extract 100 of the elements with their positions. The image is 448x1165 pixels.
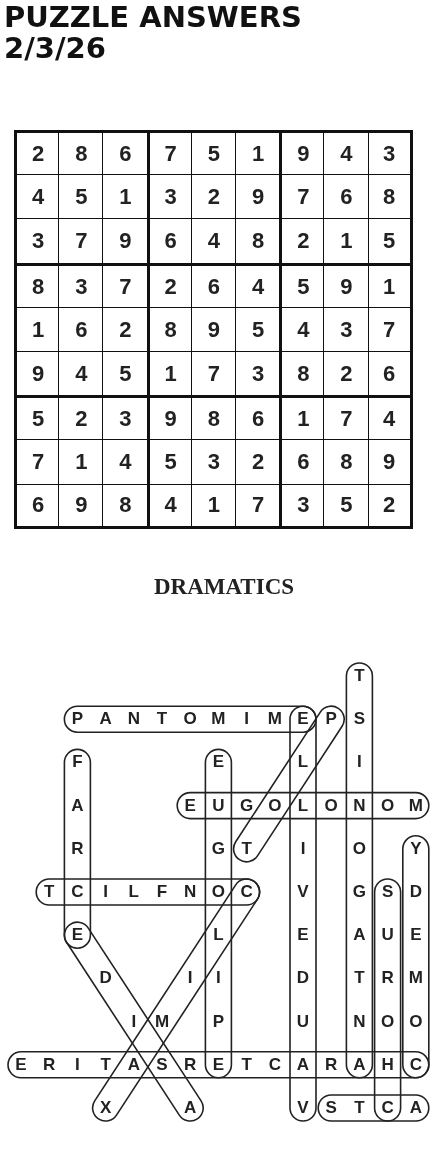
- puzzle-letter: D: [408, 882, 423, 902]
- sudoku-cell: 9: [235, 174, 281, 220]
- sudoku-cell: 8: [146, 306, 192, 352]
- sudoku-cell: 7: [102, 262, 148, 308]
- sudoku-cell: 2: [58, 395, 104, 441]
- puzzle-letter: C: [408, 1054, 423, 1075]
- sudoku-cell: 6: [367, 351, 413, 397]
- sudoku-cell: 8: [14, 262, 60, 308]
- puzzle-letter: E: [70, 925, 85, 946]
- sudoku-cell: 3: [367, 130, 413, 176]
- puzzle-letter: T: [353, 968, 366, 989]
- puzzle-letter: O: [182, 709, 198, 730]
- puzzle-letter: R: [380, 968, 395, 989]
- sudoku-cell: 9: [14, 351, 60, 397]
- sudoku-cell: 1: [190, 483, 236, 529]
- puzzle-letter: L: [212, 925, 225, 946]
- sudoku-cell: 6: [146, 218, 192, 264]
- sudoku-cell: 4: [146, 483, 192, 529]
- puzzle-letter: S: [155, 1054, 169, 1075]
- sudoku-cell: 7: [58, 218, 104, 264]
- sudoku-cell: 2: [323, 351, 369, 397]
- puzzle-letter: L: [296, 795, 310, 816]
- puzzle-letter: S: [380, 882, 395, 902]
- sudoku-cell: 1: [146, 351, 192, 397]
- sudoku-cell: 1: [279, 395, 325, 441]
- sudoku-cell: 4: [14, 174, 60, 220]
- puzzle-letter: T: [353, 1098, 366, 1118]
- sudoku-cell: 8: [102, 483, 148, 529]
- sudoku-cell: 6: [190, 262, 236, 308]
- sudoku-cell: 3: [102, 395, 148, 441]
- puzzle-letter: A: [352, 1054, 367, 1075]
- sudoku-cell: 5: [279, 262, 325, 308]
- puzzle-letter: A: [408, 1098, 423, 1118]
- puzzle-letter: O: [210, 882, 226, 902]
- puzzle-letter: P: [324, 709, 338, 730]
- puzzle-letter: O: [379, 1011, 396, 1032]
- sudoku-cell: 7: [190, 351, 236, 397]
- puzzle-letter: V: [296, 882, 310, 902]
- puzzle-letter: T: [353, 666, 366, 686]
- puzzle-letter: M: [153, 1011, 171, 1032]
- puzzle-letter: F: [155, 882, 169, 902]
- sudoku-cell: 3: [14, 218, 60, 264]
- sudoku-cell: 5: [14, 395, 60, 441]
- puzzle-letter: H: [380, 1054, 395, 1075]
- sudoku-cell: 5: [58, 174, 104, 220]
- sudoku-cell: 3: [58, 262, 104, 308]
- sudoku-cell: 5: [367, 218, 413, 264]
- puzzle-letter: E: [183, 795, 197, 816]
- sudoku-cell: 2: [14, 130, 60, 176]
- puzzle-letter: T: [155, 709, 169, 730]
- sudoku-cell: 8: [323, 439, 369, 485]
- puzzle-letter: T: [240, 1054, 253, 1075]
- sudoku-cell: 2: [102, 306, 148, 352]
- puzzle-letter: N: [352, 1011, 367, 1032]
- puzzle-letter: M: [266, 709, 283, 730]
- sudoku-cell: 7: [323, 395, 369, 441]
- sudoku-cell: 3: [235, 351, 281, 397]
- puzzle-letter: E: [211, 752, 226, 773]
- sudoku-cell: 1: [323, 218, 369, 264]
- sudoku-cell: 9: [58, 483, 104, 529]
- sudoku-cell: 7: [14, 439, 60, 485]
- puzzle-heading: DRAMATICS: [153, 574, 295, 600]
- puzzle-letter: T: [99, 1054, 112, 1075]
- puzzle-letter: R: [70, 838, 85, 859]
- puzzle-letter: A: [352, 925, 367, 946]
- puzzle-letter: M: [407, 795, 424, 816]
- sudoku-cell: 4: [190, 218, 236, 264]
- sudoku-cell: 4: [58, 351, 104, 397]
- puzzle-letter: I: [299, 838, 307, 859]
- puzzle-letter: E: [211, 1054, 226, 1075]
- puzzle-letter: A: [295, 1054, 311, 1075]
- puzzle-letter: U: [211, 795, 226, 816]
- puzzle-letter: O: [351, 838, 367, 859]
- sudoku-cell: 1: [102, 174, 148, 220]
- sudoku-cell: 8: [279, 351, 325, 397]
- sudoku-cell: 5: [146, 439, 192, 485]
- sudoku-cell: 9: [279, 130, 325, 176]
- sudoku-cell: 9: [102, 218, 148, 264]
- sudoku-cell: 4: [102, 439, 148, 485]
- sudoku-cell: 2: [235, 439, 281, 485]
- sudoku-cell: 6: [235, 395, 281, 441]
- puzzle-letter: C: [239, 882, 254, 902]
- puzzle-letter: L: [127, 882, 140, 902]
- puzzle-letter: I: [243, 709, 250, 730]
- puzzle-letter: R: [324, 1054, 339, 1075]
- sudoku-cell: 2: [146, 262, 192, 308]
- sudoku-cell: 5: [323, 483, 369, 529]
- sudoku-cell: 1: [58, 439, 104, 485]
- puzzle-letter: L: [296, 752, 310, 773]
- sudoku-cell: 5: [235, 306, 281, 352]
- puzzle-letter: X: [98, 1098, 113, 1118]
- sudoku-cell: 5: [190, 130, 236, 176]
- puzzle-letter: G: [351, 882, 367, 902]
- puzzle-letter: N: [183, 882, 198, 902]
- puzzle-letter: G: [210, 838, 226, 859]
- puzzle-letter: A: [183, 1098, 198, 1118]
- puzzle-letter: I: [102, 882, 109, 902]
- sudoku-cell: 7: [367, 306, 413, 352]
- puzzle-letter: E: [296, 925, 310, 946]
- puzzle-letter: C: [267, 1054, 282, 1075]
